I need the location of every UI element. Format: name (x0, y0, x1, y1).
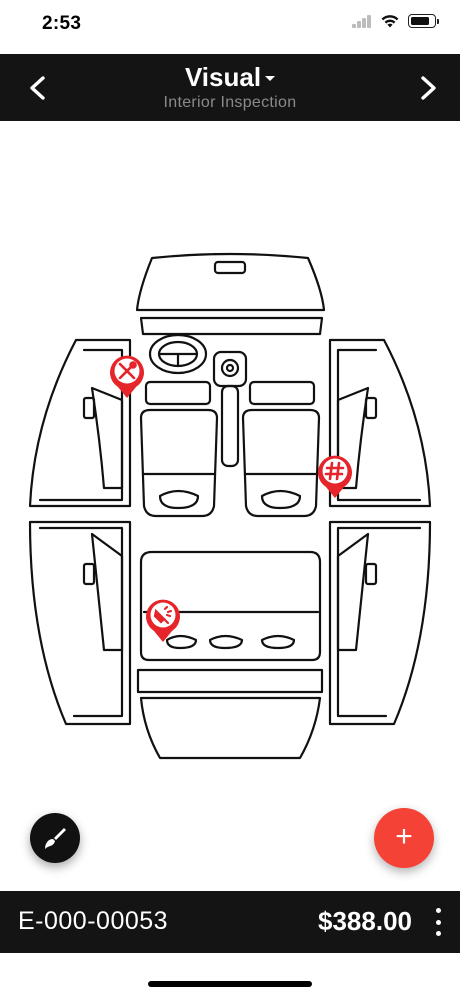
home-indicator[interactable] (148, 981, 312, 987)
home-indicator-area (0, 953, 460, 996)
tools-icon (118, 361, 137, 380)
hashtag-icon (324, 461, 345, 481)
view-selector[interactable]: Visual Interior Inspection (100, 62, 360, 112)
page-title: Visual (184, 62, 262, 92)
battery-fill (410, 16, 429, 26)
paint-brush-icon (45, 828, 66, 849)
estimate-id: E-000-00053 (18, 907, 169, 935)
status-bar: 2:53 (0, 0, 460, 54)
status-time: 2:53 (42, 13, 82, 34)
cellular-signal-icon (352, 14, 372, 28)
tools-pin[interactable] (107, 351, 147, 401)
estimate-total: $388.00 (318, 906, 412, 936)
chevron-left-icon (30, 75, 45, 100)
wifi-icon (381, 15, 399, 28)
next-button[interactable] (398, 54, 458, 121)
caret-down-icon (265, 76, 276, 82)
page-subtitle: Interior Inspection (163, 94, 297, 111)
paint-brush-button[interactable] (30, 813, 80, 863)
back-button[interactable] (8, 54, 68, 121)
header-bar: Visual Interior Inspection (0, 54, 460, 121)
battery-icon (408, 14, 439, 28)
status-icons (352, 14, 439, 28)
chevron-right-icon (421, 75, 436, 100)
add-button-label: + (395, 819, 413, 853)
spray-gun-pin[interactable] (143, 595, 183, 645)
spray-gun-icon (153, 605, 173, 625)
more-vertical-icon[interactable] (428, 905, 448, 939)
add-button[interactable]: + (374, 808, 434, 868)
footer-bar: E-000-00053 $388.00 (0, 891, 460, 953)
car-interior-diagram[interactable] (0, 121, 460, 891)
car-interior-outline (28, 252, 432, 760)
hashtag-pin[interactable] (315, 451, 355, 501)
